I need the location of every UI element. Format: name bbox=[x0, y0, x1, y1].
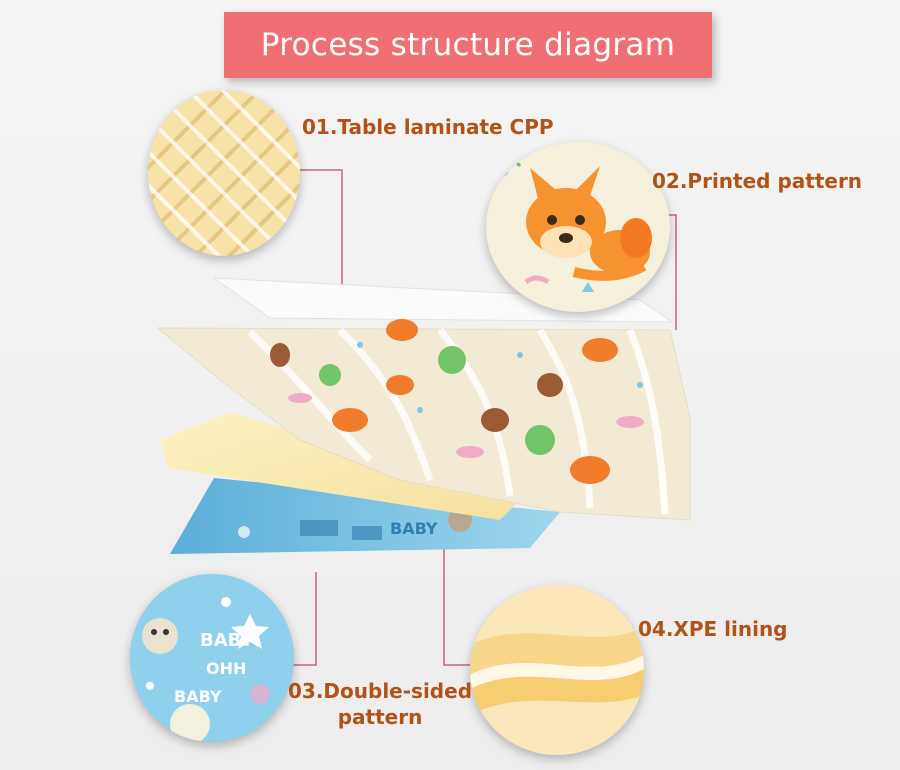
leader-line-1 bbox=[300, 169, 343, 290]
label-xpe-lining: 04.XPE lining bbox=[638, 617, 788, 641]
baby-text: BABY bbox=[200, 630, 254, 651]
xpe-lining-closeup bbox=[470, 585, 644, 755]
mat-motifs bbox=[270, 319, 644, 484]
leader-line-2 bbox=[668, 214, 677, 330]
ohh-text: OHH bbox=[206, 659, 246, 678]
label-printed-pattern: 02.Printed pattern bbox=[652, 169, 863, 193]
label-table-laminate-cpp: 01.Table laminate CPP bbox=[302, 115, 554, 139]
xpe-foam-icon bbox=[470, 585, 644, 755]
double-sided-pattern-layer bbox=[170, 478, 560, 554]
printed-pattern-closeup bbox=[486, 142, 670, 312]
xpe-lining-layer bbox=[160, 412, 520, 520]
cpp-texture-closeup bbox=[148, 90, 300, 256]
label-double-sided-pattern: 03.Double-sided pattern bbox=[288, 678, 472, 730]
fox-icon bbox=[500, 159, 652, 292]
label-double-sided-line2: pattern bbox=[337, 705, 423, 729]
baby-text-2: BABY bbox=[174, 687, 222, 706]
label-double-sided-line1: 03.Double-sided bbox=[288, 679, 473, 703]
blue-layer-text: BABY bbox=[390, 519, 438, 538]
double-sided-pattern-closeup: BABY OHH BABY bbox=[130, 574, 294, 742]
title-banner: Process structure diagram bbox=[224, 12, 712, 78]
blue-layer-marks bbox=[238, 508, 472, 540]
diagram-title: Process structure diagram bbox=[260, 27, 676, 63]
leader-line-4 bbox=[443, 520, 472, 666]
cpp-laminate-layer bbox=[212, 277, 674, 323]
leader-lines bbox=[292, 169, 677, 666]
blue-pattern-icon: BABY OHH BABY bbox=[142, 597, 270, 742]
leader-line-3 bbox=[292, 572, 317, 666]
